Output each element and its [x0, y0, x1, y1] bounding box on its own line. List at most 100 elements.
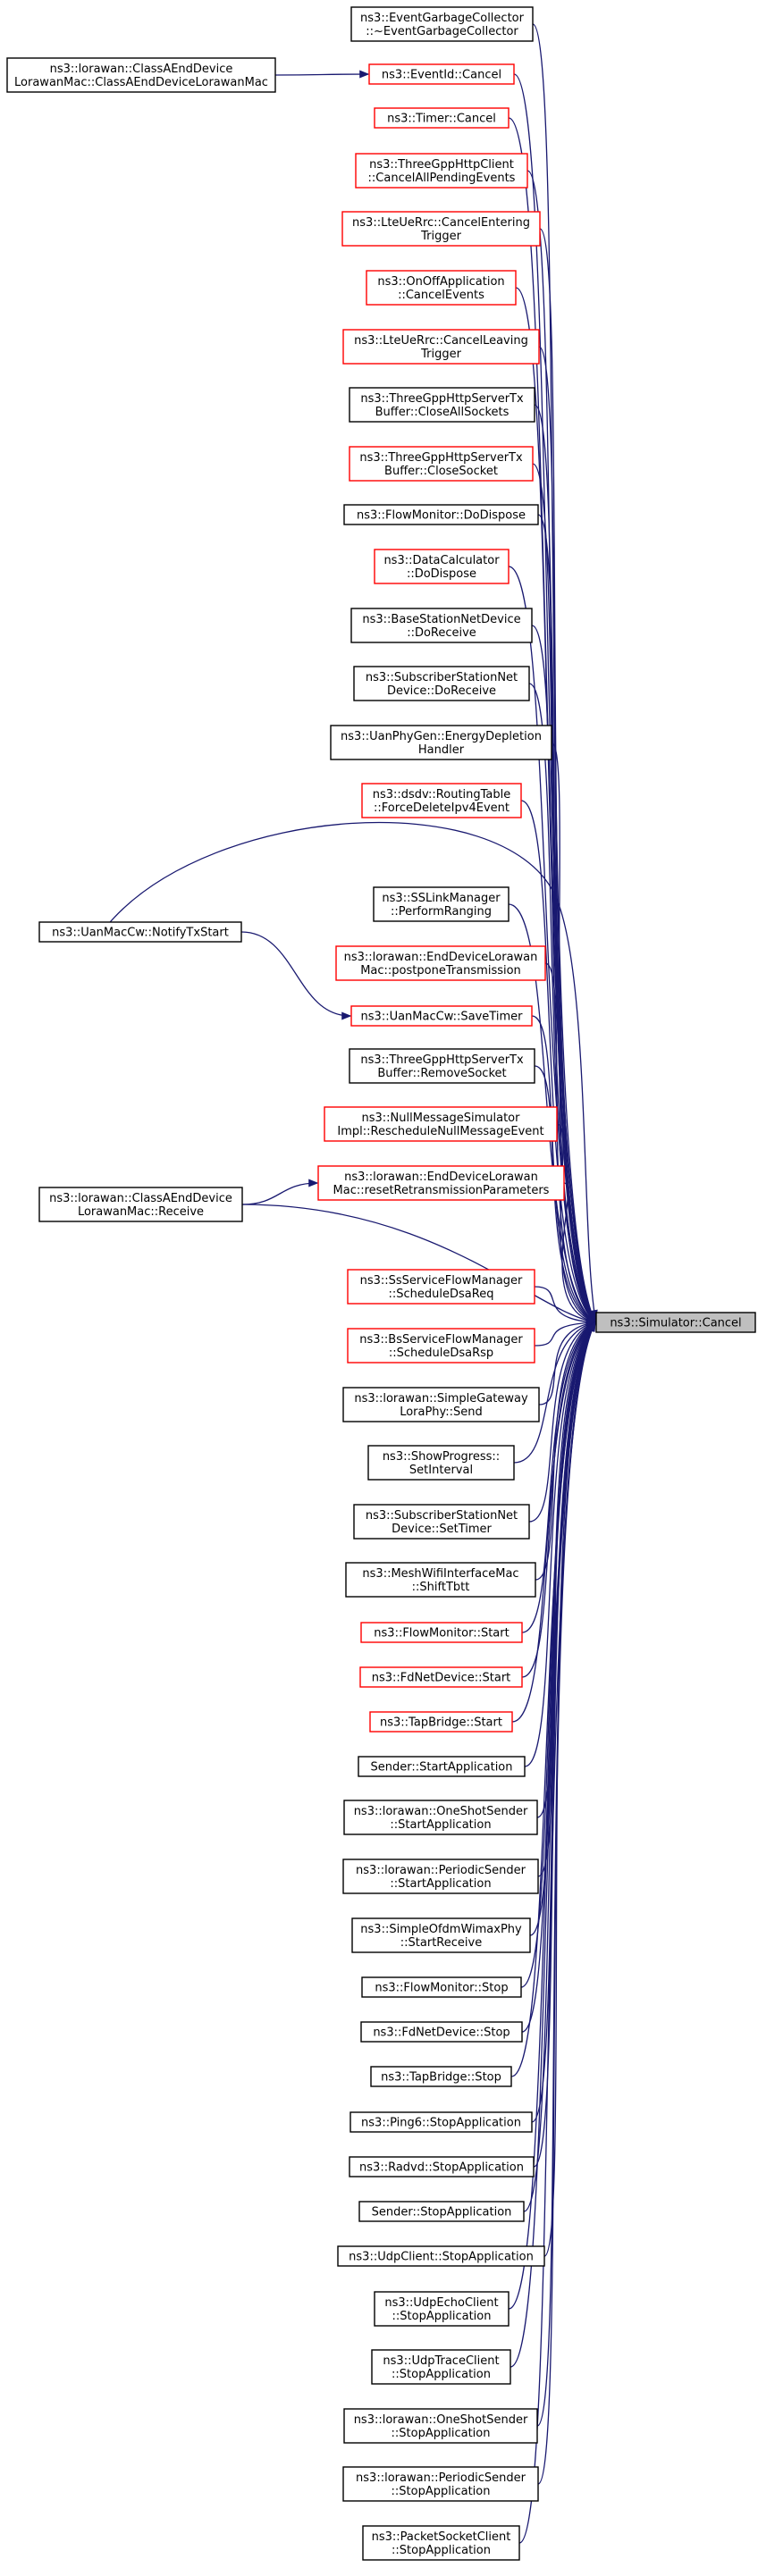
- edge-path: [511, 1322, 596, 1723]
- edge-path: [510, 1322, 596, 2077]
- node-label-line: ns3::ThreeGppHttpServerTx: [359, 451, 523, 465]
- node-box: [374, 107, 510, 129]
- node-ns3-threegpphttpclient-cancelallpendingevents[interactable]: ns3::ThreeGppHttpClient::CancelAllPendin…: [355, 153, 528, 189]
- edge-path: [524, 1322, 596, 1767]
- node-ns3-showprogress-setinterval[interactable]: ns3::ShowProgress::SetInterval: [367, 1445, 515, 1481]
- node-label-line: ns3::UdpClient::StopApplication: [349, 2251, 534, 2264]
- node-ns3-udpechoclient-stopapplication[interactable]: ns3::UdpEchoClient::StopApplication: [374, 2291, 510, 2327]
- node-label-line: Mac::resetRetransmissionParameters: [333, 1184, 550, 1197]
- node-box: [371, 2349, 511, 2385]
- node-label-line: ns3::ThreeGppHttpClient: [369, 158, 514, 172]
- node-label-line: ns3::UanPhyGen::EnergyDepletion: [341, 730, 542, 743]
- node-label-line: ns3::FdNetDevice::Start: [372, 1672, 511, 1685]
- node-label-line: ns3::Simulator::Cancel: [610, 1317, 741, 1330]
- edge-arrowhead: [359, 70, 370, 79]
- node-box: [360, 1622, 523, 1643]
- node-ns3-tapbridge-start[interactable]: ns3::TapBridge::Start: [369, 1711, 513, 1733]
- node-label-line: ns3::ShowProgress::: [383, 1450, 500, 1464]
- node-ns3-lorawan-classaenddevicelorawanmac-receive[interactable]: ns3::lorawan::ClassAEndDeviceLorawanMac:…: [38, 1187, 243, 1222]
- node-ns3-lorawan-oneshotsender-startapplication[interactable]: ns3::lorawan::OneShotSender::StartApplic…: [343, 1800, 538, 1835]
- node-box: [355, 153, 528, 189]
- node-ns3-uanmaccw-savetimer[interactable]: ns3::UanMacCw::SaveTimer: [350, 1005, 533, 1027]
- node-simulator-cancel[interactable]: ns3::Simulator::Cancel: [595, 1312, 756, 1333]
- node-sender-stopapplication[interactable]: Sender::StopApplication: [358, 2201, 525, 2222]
- node-ns3-ssserviceflowmanager-scheduledsareq[interactable]: ns3::SsServiceFlowManager::ScheduleDsaRe…: [347, 1269, 535, 1305]
- node-label-line: ns3::Ping6::StopApplication: [361, 2117, 521, 2130]
- node-box: [38, 921, 242, 943]
- node-label-line: ns3::ThreeGppHttpServerTx: [360, 1053, 524, 1067]
- node-ns3-fdnetdevice-start[interactable]: ns3::FdNetDevice::Start: [359, 1666, 523, 1688]
- node-box: [342, 1387, 540, 1422]
- edge-path: [551, 742, 596, 1323]
- edge-path: [537, 514, 596, 1323]
- edge-path: [521, 1322, 596, 1678]
- node-ns3-flowmonitor-start[interactable]: ns3::FlowMonitor::Start: [360, 1622, 523, 1643]
- node-label-line: Buffer::CloseSocket: [384, 465, 498, 478]
- node-label-line: ns3::lorawan::EndDeviceLorawan: [344, 1171, 538, 1184]
- node-label-line: Sender::StartApplication: [370, 1761, 512, 1775]
- node-label-line: ns3::TapBridge::Start: [380, 1716, 502, 1730]
- node-ns3-ping6-stopapplication[interactable]: ns3::Ping6::StopApplication: [350, 2111, 533, 2133]
- node-sender-startapplication[interactable]: Sender::StartApplication: [358, 1756, 526, 1777]
- node-label-line: ns3::TapBridge::Stop: [381, 2071, 501, 2085]
- node-ns3-lorawan-enddevicelorawanmac-postponetransmission[interactable]: ns3::lorawan::EndDeviceLorawanMac::postp…: [335, 945, 546, 981]
- node-ns3-subscriberstationnetdevice-settimer[interactable]: ns3::SubscriberStationNetDevice::SetTime…: [353, 1504, 530, 1540]
- node-box: [343, 1800, 538, 1835]
- node-ns3-subscriberstationnetdevice-doreceive[interactable]: ns3::SubscriberStationNetDevice::DoRecei…: [353, 666, 530, 701]
- node-box: [353, 666, 530, 701]
- node-ns3-udpclient-stopapplication[interactable]: ns3::UdpClient::StopApplication: [337, 2245, 545, 2267]
- node-ns3-eventgarbagecollector-eventgarbagecollector[interactable]: ns3::EventGarbageCollector::~EventGarbag…: [350, 6, 534, 42]
- node-ns3-nullmessagesimulatorimpl-reschedulenullmessageevent[interactable]: ns3::NullMessageSimulatorImpl::Reschedul…: [324, 1106, 558, 1142]
- node-ns3-lorawan-enddevicelorawanmac-resetretransmissionparameters[interactable]: ns3::lorawan::EndDeviceLorawanMac::reset…: [317, 1165, 565, 1201]
- node-ns3-onoffapplication-cancelevents[interactable]: ns3::OnOffApplication::CancelEvents: [366, 270, 517, 306]
- node-ns3-flowmonitor-stop[interactable]: ns3::FlowMonitor::Stop: [361, 1976, 522, 1998]
- node-ns3-packetsocketclient-stopapplication[interactable]: ns3::PacketSocketClient::StopApplication: [362, 2525, 520, 2561]
- node-label-line: ::PerformRanging: [391, 905, 492, 919]
- node-ns3-lorawan-classaenddevicelorawanmac-classaenddevicelorawanmac[interactable]: ns3::lorawan::ClassAEndDeviceLorawanMac:…: [6, 57, 276, 93]
- node-label-line: ::StartReceive: [400, 1936, 482, 1950]
- node-ns3-uanmaccw-notifytxstart[interactable]: ns3::UanMacCw::NotifyTxStart: [38, 921, 242, 943]
- node-ns3-bsserviceflowmanager-scheduledsarsp[interactable]: ns3::BsServiceFlowManager::ScheduleDsaRs…: [347, 1328, 535, 1364]
- node-ns3-dsdv-routingtable-forcedeleteipv4event[interactable]: ns3::dsdv::RoutingTable::ForceDeleteIpv4…: [361, 783, 522, 818]
- node-box: [353, 1504, 530, 1540]
- node-ns3-timer-cancel[interactable]: ns3::Timer::Cancel: [374, 107, 510, 129]
- node-ns3-threegpphttpservertxbuffer-closeallsockets[interactable]: ns3::ThreeGppHttpServerTxBuffer::CloseAl…: [349, 387, 535, 423]
- node-label-line: ns3::LteUeRrc::CancelLeaving: [354, 334, 528, 348]
- node-ns3-flowmonitor-dodispose[interactable]: ns3::FlowMonitor::DoDispose: [343, 504, 539, 525]
- node-box: [38, 1187, 243, 1222]
- node-ns3-udptraceclient-stopapplication[interactable]: ns3::UdpTraceClient::StopApplication: [371, 2349, 511, 2385]
- edge-path: [513, 1322, 596, 1464]
- node-ns3-eventid-cancel[interactable]: ns3::EventId::Cancel: [368, 63, 515, 85]
- node-label-line: ns3::NullMessageSimulator: [362, 1112, 521, 1125]
- node-label-line: Device::SetTimer: [392, 1523, 492, 1536]
- node-label-line: Sender::StopApplication: [372, 2206, 512, 2219]
- node-label-line: ns3::DataCalculator: [383, 554, 500, 567]
- node-ns3-tapbridge-stop[interactable]: ns3::TapBridge::Stop: [370, 2066, 512, 2087]
- node-ns3-basestationnetdevice-doreceive[interactable]: ns3::BaseStationNetDevice::DoReceive: [350, 608, 533, 643]
- node-ns3-sslinkmanager-performranging[interactable]: ns3::SSLinkManager::PerformRanging: [373, 886, 510, 922]
- node-ns3-lorawan-periodicsender-startapplication[interactable]: ns3::lorawan::PeriodicSender::StartAppli…: [342, 1859, 539, 1894]
- node-ns3-threegpphttpservertxbuffer-removesocket[interactable]: ns3::ThreeGppHttpServerTxBuffer::RemoveS…: [349, 1048, 535, 1084]
- node-ns3-lorawan-periodicsender-stopapplication[interactable]: ns3::lorawan::PeriodicSender::StopApplic…: [342, 2466, 539, 2502]
- node-box: [349, 387, 535, 423]
- node-label-line: ns3::lorawan::OneShotSender: [354, 2413, 528, 2427]
- edge-path: [534, 1286, 596, 1323]
- edge-path: [241, 1182, 318, 1205]
- node-ns3-threegpphttpservertxbuffer-closesocket[interactable]: ns3::ThreeGppHttpServerTxBuffer::CloseSo…: [349, 446, 534, 482]
- node-ns3-simpleofdmwimaxphy-startreceive[interactable]: ns3::SimpleOfdmWimaxPhy::StartReceive: [351, 1917, 531, 1953]
- node-label-line: ns3::PacketSocketClient: [372, 2530, 511, 2544]
- node-ns3-radvd-stopapplication[interactable]: ns3::Radvd::StopApplication: [349, 2156, 535, 2177]
- node-label-line: ns3::lorawan::PeriodicSender: [356, 2471, 526, 2485]
- node-label-line: ns3::SimpleOfdmWimaxPhy: [360, 1923, 522, 1936]
- node-label-line: ::CancelAllPendingEvents: [368, 172, 516, 185]
- node-ns3-meshwifiinterfacemac-shifttbtt[interactable]: ns3::MeshWifiInterfaceMac::ShiftTbtt: [345, 1562, 536, 1598]
- node-ns3-fdnetdevice-stop[interactable]: ns3::FdNetDevice::Stop: [360, 2021, 523, 2043]
- node-label-line: ns3::lorawan::EndDeviceLorawan: [344, 951, 538, 964]
- node-ns3-datacalculator-dodispose[interactable]: ns3::DataCalculator::DoDispose: [374, 549, 510, 584]
- node-box: [337, 2245, 545, 2267]
- node-ns3-lorawan-oneshotsender-stopapplication[interactable]: ns3::lorawan::OneShotSender::StopApplica…: [343, 2408, 538, 2444]
